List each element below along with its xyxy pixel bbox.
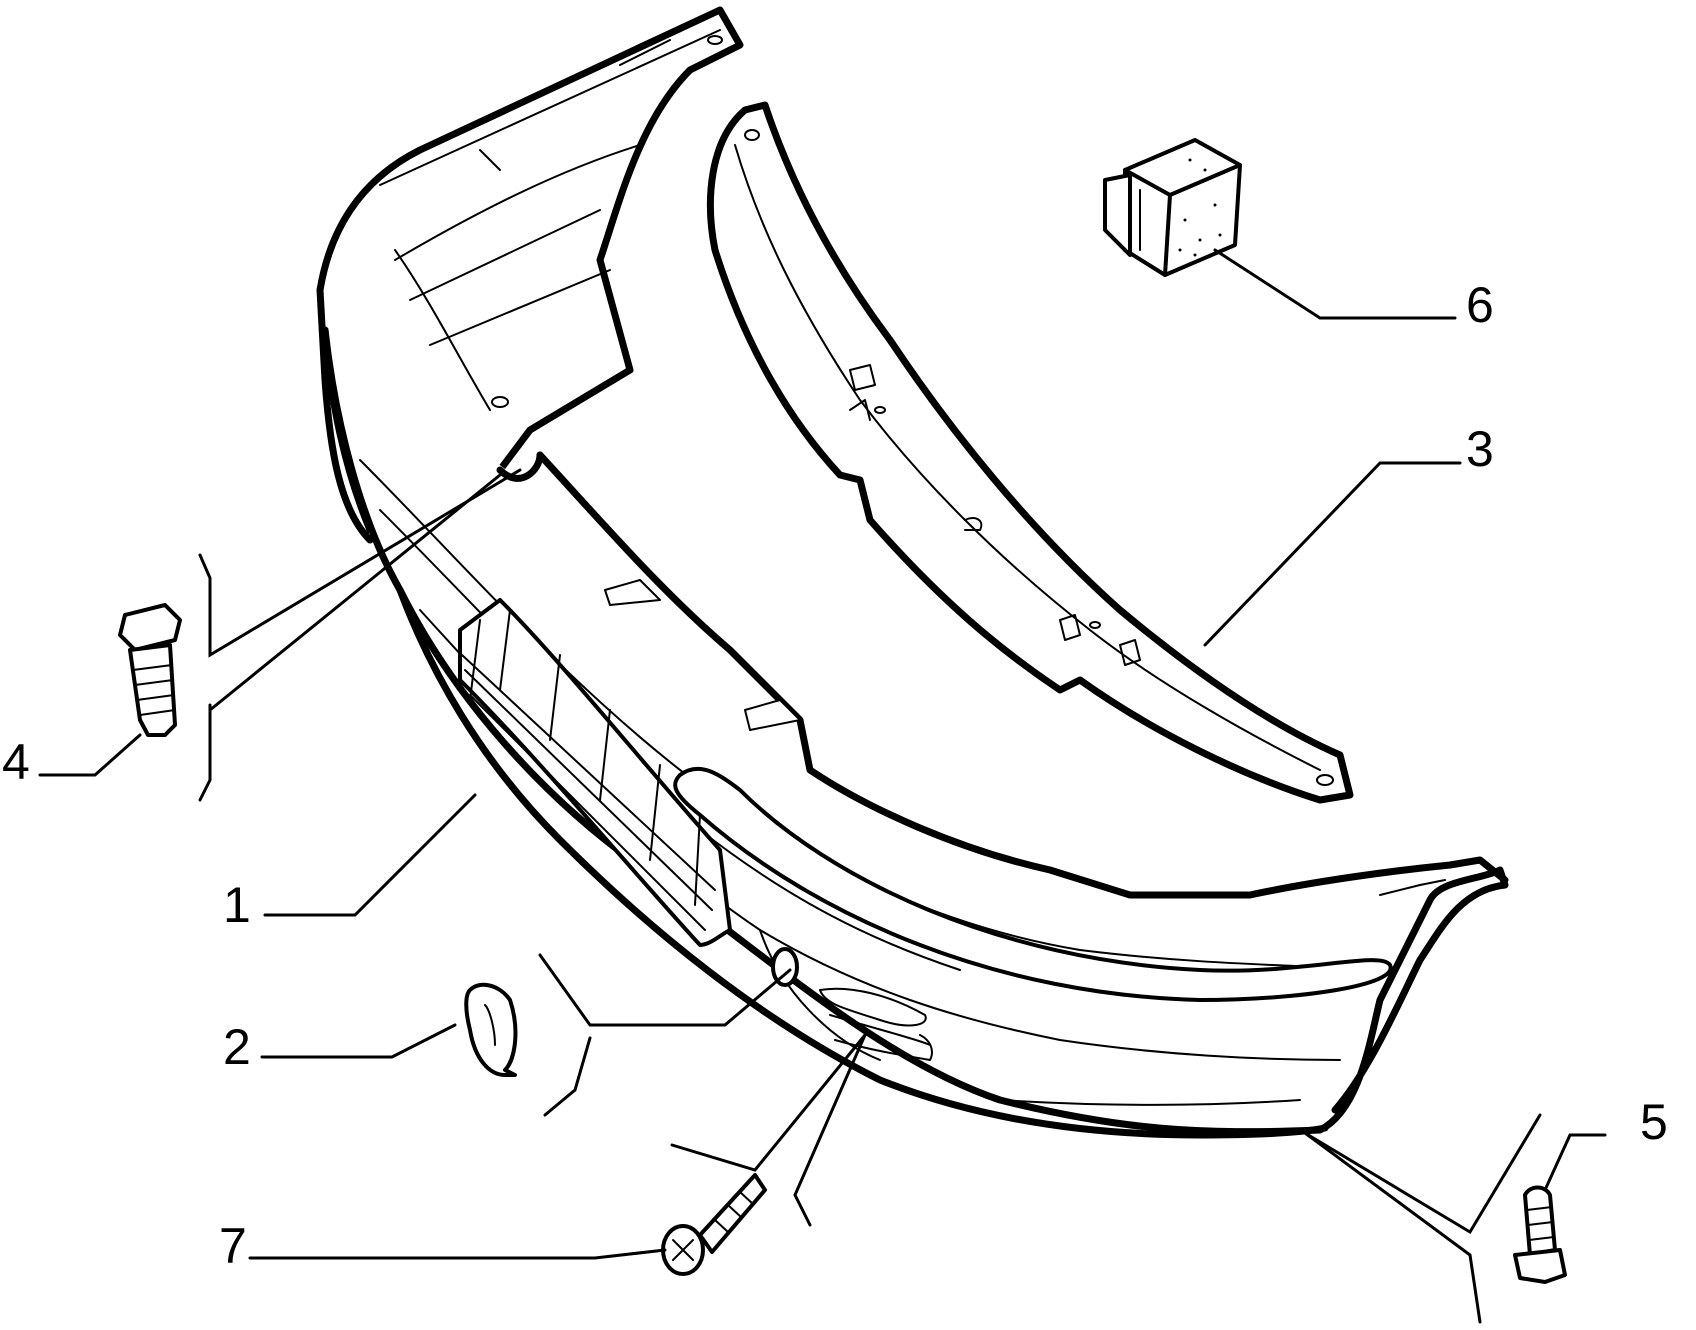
cap-2 xyxy=(464,982,518,1077)
bolt-4 xyxy=(118,603,182,737)
bumper-shell xyxy=(316,6,1509,1139)
leader-lines xyxy=(38,248,1607,1324)
callout-5: 5 xyxy=(1640,1094,1668,1150)
callout-2: 2 xyxy=(223,1019,251,1075)
callout-6: 6 xyxy=(1466,277,1494,333)
stud-5 xyxy=(1513,1185,1567,1284)
callout-4: 4 xyxy=(2,734,30,790)
callout-1: 1 xyxy=(223,877,251,933)
callout-3: 3 xyxy=(1466,421,1494,477)
screw-7 xyxy=(661,1173,767,1276)
foam-block xyxy=(1103,138,1242,277)
reinforcement-beam xyxy=(706,101,1354,804)
callout-7: 7 xyxy=(219,1218,247,1274)
